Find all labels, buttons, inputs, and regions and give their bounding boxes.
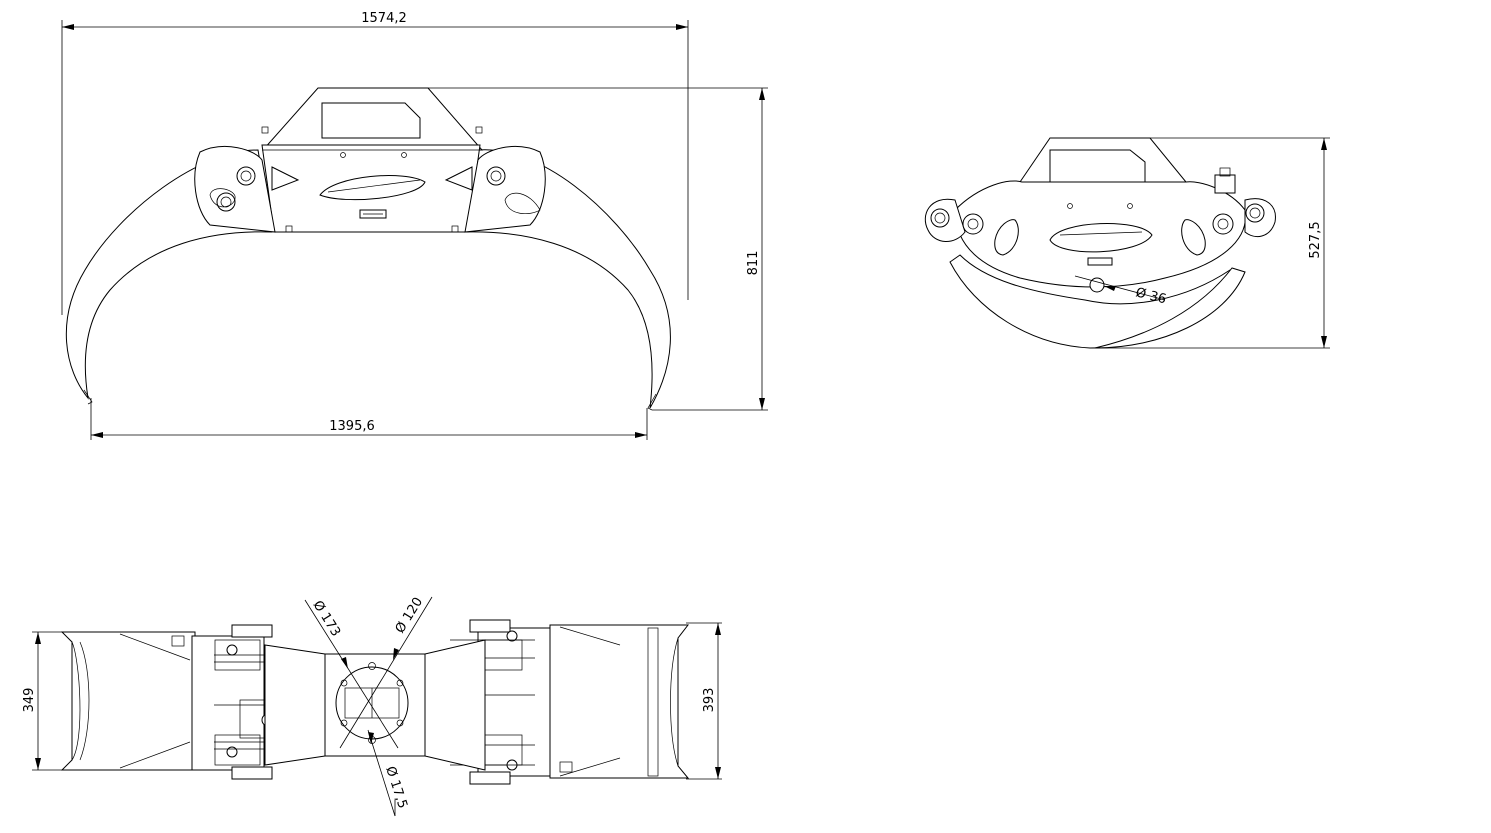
side-pin-dia [1089,277,1105,293]
side-dimensions: 527,5 [1090,137,1330,349]
dim-height: 811 [746,251,761,276]
left-pin-upper [236,166,256,186]
dim-top-width-left: 349 [22,688,37,713]
right-pin-upper [486,166,506,186]
front-view [65,87,671,411]
dim-top-width-right: 393 [702,688,717,713]
left-joint-plate [194,146,276,233]
top-right-tine [549,624,690,779]
left-pin-lower [216,192,236,212]
dim-tip-width: 1395,6 [329,419,375,434]
dim-overall-width: 1574,2 [361,11,407,26]
right-joint-plate [464,146,546,233]
top-view [60,619,690,785]
dim-pin-diameter: Ø 36 [1134,285,1168,307]
side-view: Ø 36 [924,137,1276,349]
side-housing-window [1049,149,1146,183]
dim-side-height: 527,5 [1308,221,1323,258]
housing-window [321,102,421,139]
side-pin-left [962,213,984,235]
center-slot [319,175,426,201]
dim-outer-diameter: Ø 173 [310,598,343,639]
top-left-tine [60,631,196,771]
side-center-slot [1049,223,1153,253]
side-pin-right [1212,213,1234,235]
front-dimensions: 1574,2 1395,6 811 [61,11,768,440]
